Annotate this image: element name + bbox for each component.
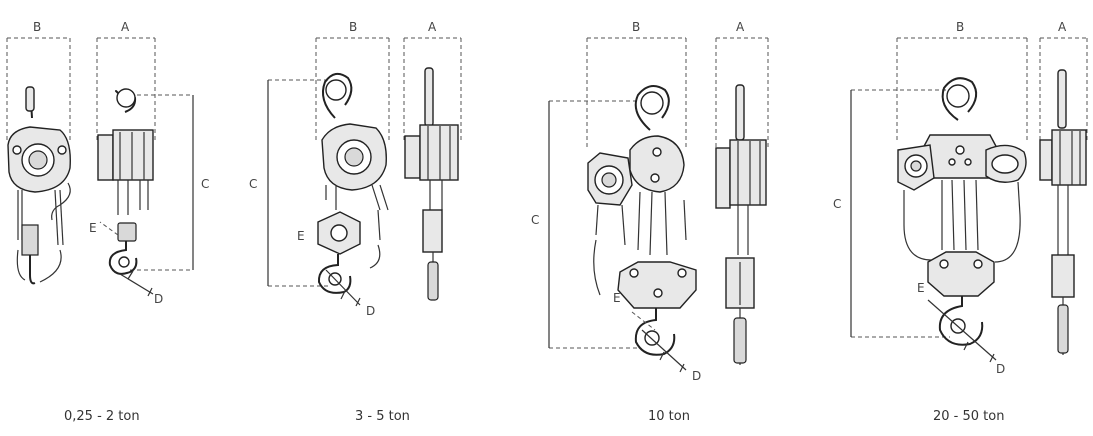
caption-heavy: 20 - 50 ton <box>933 409 1004 424</box>
caption-small: 0,25 - 2 ton <box>64 409 140 424</box>
dim-label-c: C <box>201 177 209 191</box>
front-view-hoist <box>317 72 389 307</box>
side-view-hoist <box>404 67 459 301</box>
panel-heavy-hoist: B A C <box>833 20 1088 424</box>
dim-label-a: A <box>1058 20 1067 34</box>
caption-10ton: 10 ton <box>648 409 690 424</box>
panel-small-hoist: B A C <box>6 20 209 424</box>
dim-label-c: C <box>249 177 257 191</box>
side-view-hoist <box>97 88 154 297</box>
front-view-hoist <box>587 85 697 373</box>
side-view-hoist <box>715 84 767 365</box>
dim-label-a: A <box>736 20 745 34</box>
front-view-hoist <box>897 77 1027 363</box>
dim-label-d: D <box>154 292 163 306</box>
dim-label-a: A <box>121 20 130 34</box>
dim-label-e: E <box>297 229 305 243</box>
dim-label-d: D <box>366 304 375 318</box>
dim-label-e: E <box>613 291 621 305</box>
dim-label-b: B <box>632 20 640 34</box>
front-view-hoist <box>7 86 71 285</box>
dim-label-c: C <box>833 197 841 211</box>
side-view-hoist <box>1039 69 1087 355</box>
dim-label-a: A <box>428 20 437 34</box>
dim-label-b: B <box>33 20 41 34</box>
caption-medium: 3 - 5 ton <box>355 409 410 424</box>
dim-label-b: B <box>349 20 357 34</box>
dim-label-e: E <box>917 281 925 295</box>
dim-label-d: D <box>996 362 1005 376</box>
panel-medium-hoist: B A C <box>249 20 462 424</box>
dim-label-c: C <box>531 213 539 227</box>
panel-10ton-hoist: B A C <box>531 20 769 424</box>
dim-label-d: D <box>692 369 701 383</box>
dim-label-e: E <box>89 221 97 235</box>
dim-label-b: B <box>956 20 964 34</box>
